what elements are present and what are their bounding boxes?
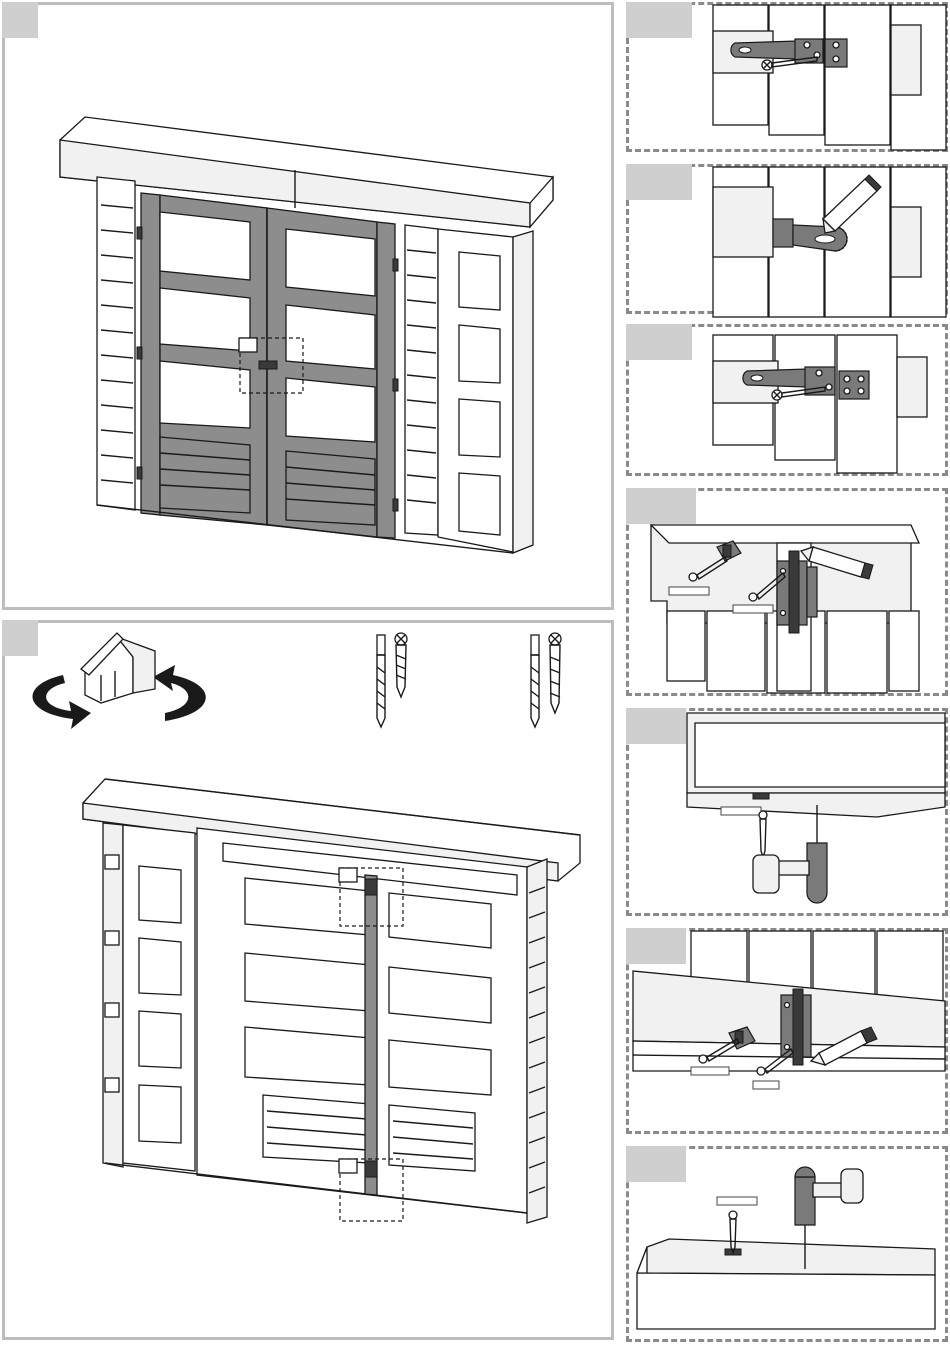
hasp-staple-illustration [629, 327, 950, 479]
bottom-drill-illustration [629, 1149, 950, 1345]
panel-detail-hasp-mark [626, 164, 948, 314]
screw-label-box [721, 807, 761, 815]
panel-front-view [2, 2, 614, 610]
panel-detail-top-bolt-mark [626, 488, 948, 696]
panel-detail-bottom-bolt-mark [626, 928, 948, 1134]
front-door-illustration [5, 5, 617, 613]
top-bolt-mark-illustration [629, 491, 950, 699]
screw-label-box [753, 1081, 779, 1089]
drill-bit-and-screw-a [377, 633, 407, 727]
back-door-illustration [5, 623, 617, 1343]
panel-detail-bottom-drill [626, 1146, 948, 1342]
barrel-bolt-rod [365, 875, 377, 1195]
top-drill-illustration [629, 711, 950, 919]
screw-label-box [691, 1067, 729, 1075]
rotate-shed-icon [33, 633, 206, 729]
panel-back-view [2, 620, 614, 1340]
screw-label-box [717, 1197, 757, 1205]
screw-label-box [733, 605, 773, 613]
bottom-bolt-mark-illustration [629, 931, 950, 1137]
hasp-lock [259, 361, 277, 369]
hasp-mount-illustration [629, 5, 950, 155]
screw-label-box [669, 587, 709, 595]
panel-detail-top-drill [626, 708, 948, 916]
panel-detail-hasp-mount [626, 2, 948, 152]
drill-bit-and-screw-b [531, 633, 561, 727]
panel-detail-hasp-staple [626, 324, 948, 476]
hasp-mark-illustration [629, 167, 950, 317]
